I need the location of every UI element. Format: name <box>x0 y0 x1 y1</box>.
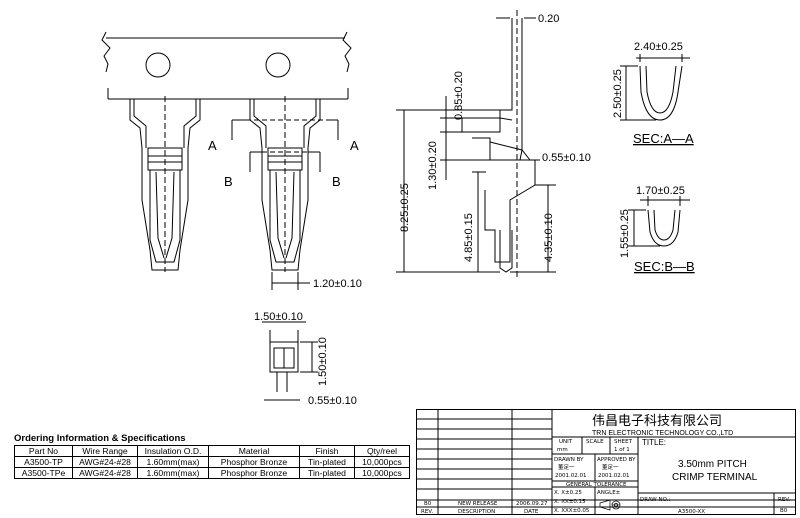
dim-1-55: 1.55±0.25 <box>619 209 631 258</box>
spec-cell: Tin-plated <box>299 456 355 468</box>
drawing-title-line1: 3.50mm PITCH <box>678 459 747 470</box>
section-view-aa <box>620 54 690 121</box>
spec-header: Insulation O.D. <box>137 445 209 457</box>
rev-label: REV. <box>778 497 790 503</box>
spec-cell: 1.60mm(max) <box>137 467 209 479</box>
tolerance-1: X. X±0.25 <box>554 490 582 496</box>
dim-thickness-0-20: 0.20 <box>538 13 559 25</box>
spec-cell: Tin-plated <box>299 467 355 479</box>
scale-label: SCALE <box>586 439 604 445</box>
section-mark-b-right: B <box>332 174 341 189</box>
terminal-top-view-left <box>129 96 201 272</box>
approved-date: 2001.02.01 <box>598 473 630 479</box>
dim-0-85: 0.85±0.20 <box>453 71 465 120</box>
drawing-number: A3500-XX <box>678 509 705 515</box>
title-block: 伟昌电子科技有限公司 TRN ELECTRONIC TECHNOLOGY CO.… <box>416 409 796 515</box>
dimension-1-20 <box>271 272 310 290</box>
spec-cell: 10,000pcs <box>354 467 410 479</box>
spec-cell: A3500-TP <box>14 456 73 468</box>
spec-cell: 1.60mm(max) <box>137 456 209 468</box>
carrier-strip <box>101 31 352 100</box>
company-name-cn: 伟昌电子科技有限公司 <box>592 413 722 428</box>
spec-cell: A3500-TPe <box>14 467 73 479</box>
dim-4-35: 4.35±0.10 <box>543 213 555 262</box>
ordering-spec-table: Ordering Information & Specifications Pa… <box>14 433 414 479</box>
spec-header: Part No <box>14 445 73 457</box>
rev-code: B0 <box>424 501 432 507</box>
spec-grid: Part No Wire Range Insulation O.D. Mater… <box>14 445 410 479</box>
unit-value: mm <box>557 447 568 453</box>
terminal-top-view-right <box>249 96 321 272</box>
drawing-number-label: DRAW NO.: <box>640 497 670 503</box>
rev-description: NEW RELEASE <box>458 501 498 507</box>
spec-cell: Phosphor Bronze <box>208 456 300 468</box>
drawing-title-line2: CRIMP TERMINAL <box>672 472 758 483</box>
sheet-value: 1 of 1 <box>614 447 630 453</box>
dim-2-50: 2.50±0.25 <box>612 69 624 118</box>
dim-1-70: 1.70±0.25 <box>636 185 685 197</box>
dim-1-50-width: 1.50±0.10 <box>254 311 303 323</box>
spec-header: Qty/reel <box>354 445 410 457</box>
drawn-date: 2001.02.01 <box>555 473 587 479</box>
dim-8-25: 8.25±0.25 <box>399 183 411 232</box>
table-row: A3500-TP AWG#24-#28 1.60mm(max) Phosphor… <box>14 456 410 468</box>
table-row: A3500-TPe AWG#24-#28 1.60mm(max) Phospho… <box>14 467 410 479</box>
side-view-dimension-lines <box>396 96 556 273</box>
col-rev: REV. <box>421 509 433 515</box>
drawn-by-name: 董足一 <box>558 463 575 471</box>
dim-0-55-side: 0.55±0.10 <box>542 152 591 164</box>
company-name-en: TRN ELECTRONIC TECHNOLOGY CO.,LTD <box>592 430 733 437</box>
col-description: DESCRIPTION <box>458 509 495 515</box>
section-view-bb <box>628 196 690 247</box>
section-mark-a-left: A <box>208 138 217 153</box>
tolerance-3: X. XXX±0.05 <box>554 508 590 514</box>
drawn-by-label: DRAWN BY <box>554 457 584 463</box>
projection-symbol-icon <box>599 499 621 511</box>
spec-title: Ordering Information & Specifications <box>14 433 186 444</box>
dim-1-20: 1.20±0.10 <box>313 278 362 290</box>
section-label-aa: SEC:A—A <box>633 131 694 146</box>
title-label: TITLE: <box>642 438 666 447</box>
tolerance-2: X. XX±0.15 <box>554 499 586 505</box>
rev-date: 2006.09.27 <box>516 501 548 507</box>
spec-header: Material <box>208 445 300 457</box>
spec-cell: AWG#24-#28 <box>72 456 138 468</box>
dim-4-85: 4.85±0.15 <box>463 213 475 262</box>
spec-header: Wire Range <box>72 445 138 457</box>
dim-2-40: 2.40±0.25 <box>634 41 683 53</box>
section-lines <box>231 119 339 172</box>
col-date: DATE <box>524 509 539 515</box>
section-mark-a-right: A <box>350 138 359 153</box>
section-label-bb: SEC:B—B <box>634 259 695 274</box>
rev-value: B0 <box>780 508 788 514</box>
angle-label: ANGLE± <box>597 490 621 496</box>
sheet-label: SHEET <box>614 439 633 445</box>
dim-1-50-height: 1.50±0.10 <box>317 337 329 386</box>
general-tolerance-label: GENERAL TOLERANCE <box>566 482 627 488</box>
spec-cell: AWG#24-#28 <box>72 467 138 479</box>
terminal-end-view <box>262 321 318 401</box>
dim-0-55-end: 0.55±0.10 <box>308 395 357 407</box>
section-mark-b-left: B <box>224 174 233 189</box>
approved-by-label: APPROVED BY <box>597 457 636 463</box>
unit-label: UNIT <box>559 439 573 445</box>
spec-cell: 10,000pcs <box>354 456 410 468</box>
approved-by-name: 董足一 <box>602 463 619 471</box>
spec-header: Finish <box>299 445 355 457</box>
spec-cell: Phosphor Bronze <box>208 467 300 479</box>
dim-1-30: 1.30±0.20 <box>427 141 439 190</box>
